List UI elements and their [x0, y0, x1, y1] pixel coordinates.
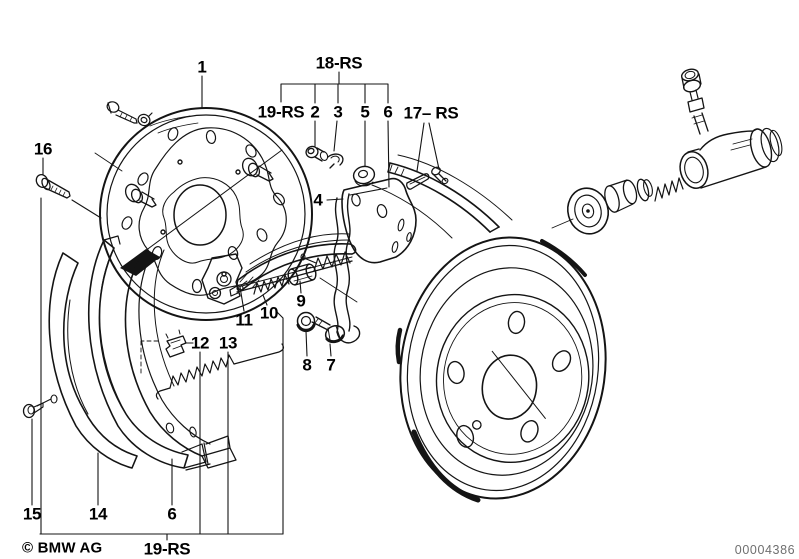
callout-6-top[interactable]: 6 — [383, 102, 393, 122]
callout-5[interactable]: 5 — [360, 102, 370, 122]
document-number: 00004386 — [734, 542, 796, 557]
callout-8[interactable]: 8 — [302, 355, 312, 375]
callout-16[interactable]: 16 — [33, 139, 53, 159]
bolt-7-drawing — [311, 316, 346, 344]
center-shoe-lower-drawing — [120, 249, 237, 469]
callout-2[interactable]: 2 — [310, 102, 320, 122]
callout-7[interactable]: 7 — [326, 355, 336, 375]
brake-drum-drawing — [399, 236, 607, 500]
brake-shoe-6-drawing — [87, 235, 211, 471]
callout-group-18rs[interactable]: 18-RS — [315, 53, 363, 73]
brake-drum-shading — [395, 239, 587, 503]
callout-4[interactable]: 4 — [313, 190, 323, 210]
callout-9[interactable]: 9 — [296, 291, 306, 311]
lining-arc-drawing — [371, 154, 513, 239]
cap-nut-2-drawing — [305, 145, 329, 162]
brake-lining-14-drawing — [48, 252, 138, 469]
nut-8-drawing — [296, 311, 316, 333]
callout-3[interactable]: 3 — [333, 102, 343, 122]
callout-11[interactable]: 11 — [235, 310, 253, 330]
callout-1[interactable]: 1 — [197, 57, 207, 77]
wheel-cylinder-drawing — [566, 68, 783, 235]
callout-group-19rs-bottom[interactable]: 19-RS — [143, 539, 191, 559]
anchor-block-drawing — [201, 253, 243, 305]
callout-6-bottom[interactable]: 6 — [167, 504, 177, 524]
screw-15-drawing — [22, 402, 44, 419]
lever-4-drawing — [333, 177, 417, 344]
lining-pad-17-drawing — [406, 173, 430, 190]
strut-adjuster-drawing — [229, 251, 353, 297]
retainer-clip-12-drawing — [165, 329, 187, 358]
copyright-notice: © BMW AG — [22, 539, 103, 557]
primary-shoe-drawing — [236, 233, 357, 291]
backing-plate-drawing — [99, 101, 313, 321]
callout-10[interactable]: 10 — [259, 303, 279, 323]
clip-17-drawing — [431, 166, 449, 185]
callout-15[interactable]: 15 — [22, 504, 42, 524]
callout-13[interactable]: 13 — [218, 333, 238, 353]
callout-12[interactable]: 12 — [190, 333, 210, 353]
callout-group-17rs[interactable]: 17– RS — [403, 103, 459, 123]
return-spring-13-drawing — [155, 343, 285, 400]
callout-group-19rs-top[interactable]: 19-RS — [257, 102, 305, 122]
bolt-16-drawing — [35, 174, 71, 199]
callout-14[interactable]: 14 — [88, 504, 108, 524]
lock-washer-3-drawing — [327, 153, 344, 169]
